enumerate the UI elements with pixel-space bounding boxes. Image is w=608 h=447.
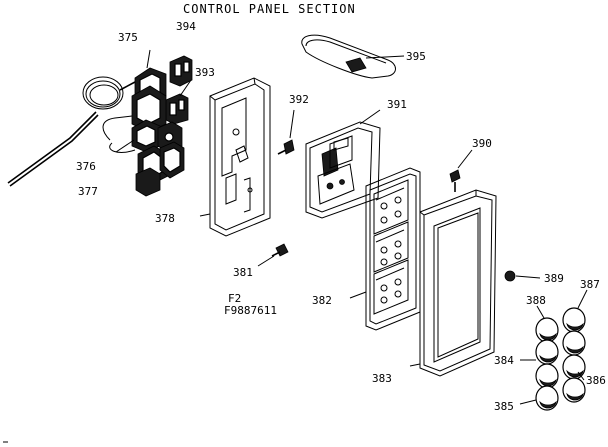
part-390-screw — [449, 149, 473, 192]
label-376: 376 — [76, 160, 96, 173]
part-376-thermostat — [115, 85, 183, 153]
label-391: 391 — [387, 98, 407, 111]
button-cap — [535, 385, 559, 411]
footer-code-line1: F2 — [228, 292, 241, 305]
label-382: 382 — [312, 294, 332, 307]
label-378: 378 — [155, 212, 175, 225]
part-378-panel-bracket — [199, 77, 271, 237]
label-375: 375 — [118, 31, 138, 44]
part-384-trim-frame — [409, 189, 497, 377]
part-395-harness — [301, 34, 405, 79]
diagram-title: CONTROL PANEL SECTION — [183, 2, 356, 16]
button-cap — [562, 307, 586, 333]
part-382-front-panel — [349, 167, 421, 331]
label-381: 381 — [233, 266, 253, 279]
part-381-screw — [257, 243, 289, 267]
button-cap — [535, 317, 559, 343]
button-caps-group — [519, 289, 588, 411]
label-388: 388 — [526, 294, 546, 307]
label-377: 377 — [78, 185, 98, 198]
footer-code-line2: F9887611 — [224, 304, 277, 317]
button-cap — [562, 330, 586, 356]
part-377-capillary-bulb — [7, 76, 136, 187]
label-385: 385 — [494, 400, 514, 413]
label-389: 389 — [544, 272, 564, 285]
label-392: 392 — [289, 93, 309, 106]
label-395: 395 — [406, 50, 426, 63]
label-384: 384 — [494, 354, 514, 367]
button-cap — [535, 363, 559, 389]
part-393-clip — [165, 79, 192, 125]
label-393: 393 — [195, 66, 215, 79]
label-386: 386 — [586, 374, 606, 387]
label-383: 383 — [372, 372, 392, 385]
button-cap — [562, 377, 586, 403]
label-394: 394 — [176, 20, 196, 33]
label-390: 390 — [472, 137, 492, 150]
part-389-knob — [504, 270, 541, 282]
part-392-screw — [277, 109, 295, 155]
button-cap — [562, 354, 586, 380]
button-cap — [535, 339, 559, 365]
part-394-clip — [169, 55, 193, 87]
label-387: 387 — [580, 278, 600, 291]
part-377-switches — [135, 141, 185, 197]
part-391-control-board — [305, 109, 381, 219]
